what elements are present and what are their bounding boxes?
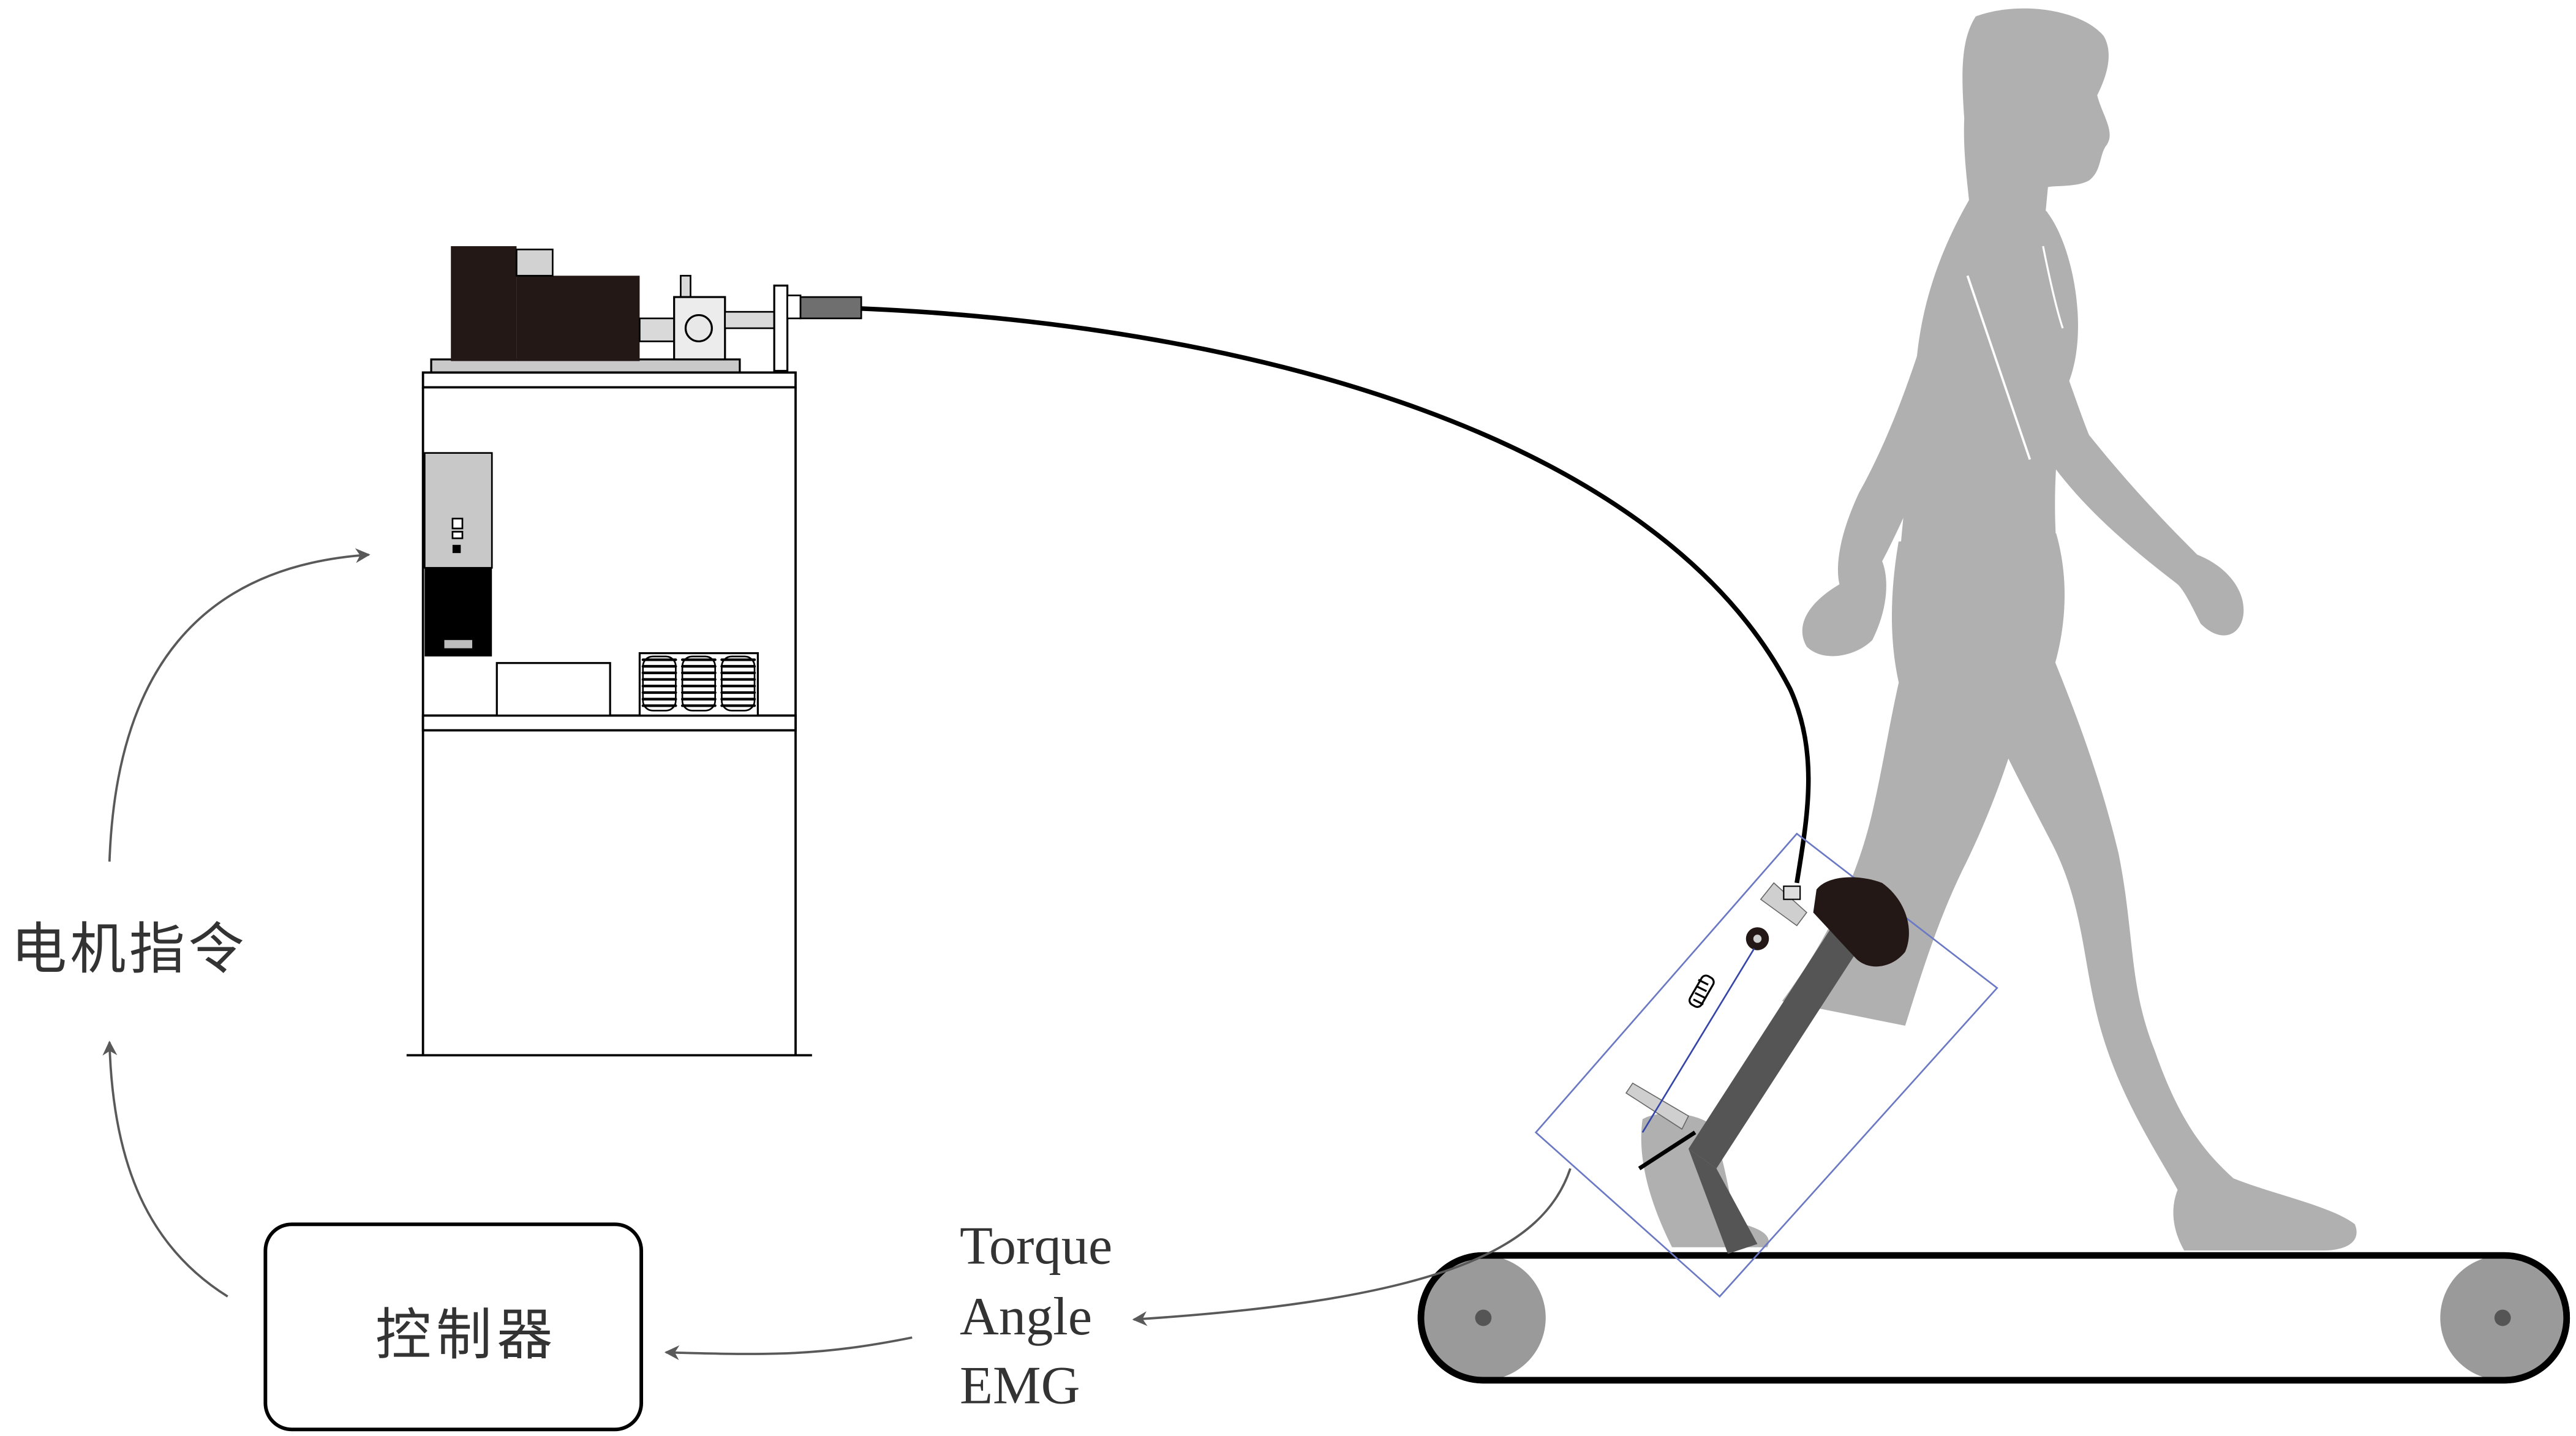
signal-torque-label: Torque — [960, 1216, 1112, 1276]
actuation-cart — [406, 246, 862, 1057]
motor-command-label: 电机指令 — [11, 917, 247, 982]
motor-driver-icon — [423, 452, 493, 656]
controller-to-command-arrow — [102, 1040, 228, 1298]
signal-emg-label: EMG — [960, 1355, 1080, 1415]
sensor-link — [1132, 1168, 1572, 1326]
power-supply-icon — [495, 662, 611, 717]
ankle-exoskeleton-icon — [1534, 832, 1998, 1298]
motor-base-plate — [430, 358, 741, 374]
cart-frame — [406, 371, 812, 1057]
spring-coil-icon — [638, 652, 759, 717]
exo-spring-icon — [1689, 974, 1715, 1008]
actuator-motor-icon — [451, 246, 862, 372]
bowden-cable — [861, 306, 1811, 884]
command-to-driver-arrow — [108, 548, 371, 862]
signal-angle-label: Angle — [960, 1287, 1092, 1347]
controller-label: 控制器 — [375, 1303, 557, 1367]
signals-to-controller-arrow — [664, 1336, 913, 1361]
treadmill-icon — [1417, 1252, 2570, 1384]
controller-box — [263, 1222, 644, 1432]
